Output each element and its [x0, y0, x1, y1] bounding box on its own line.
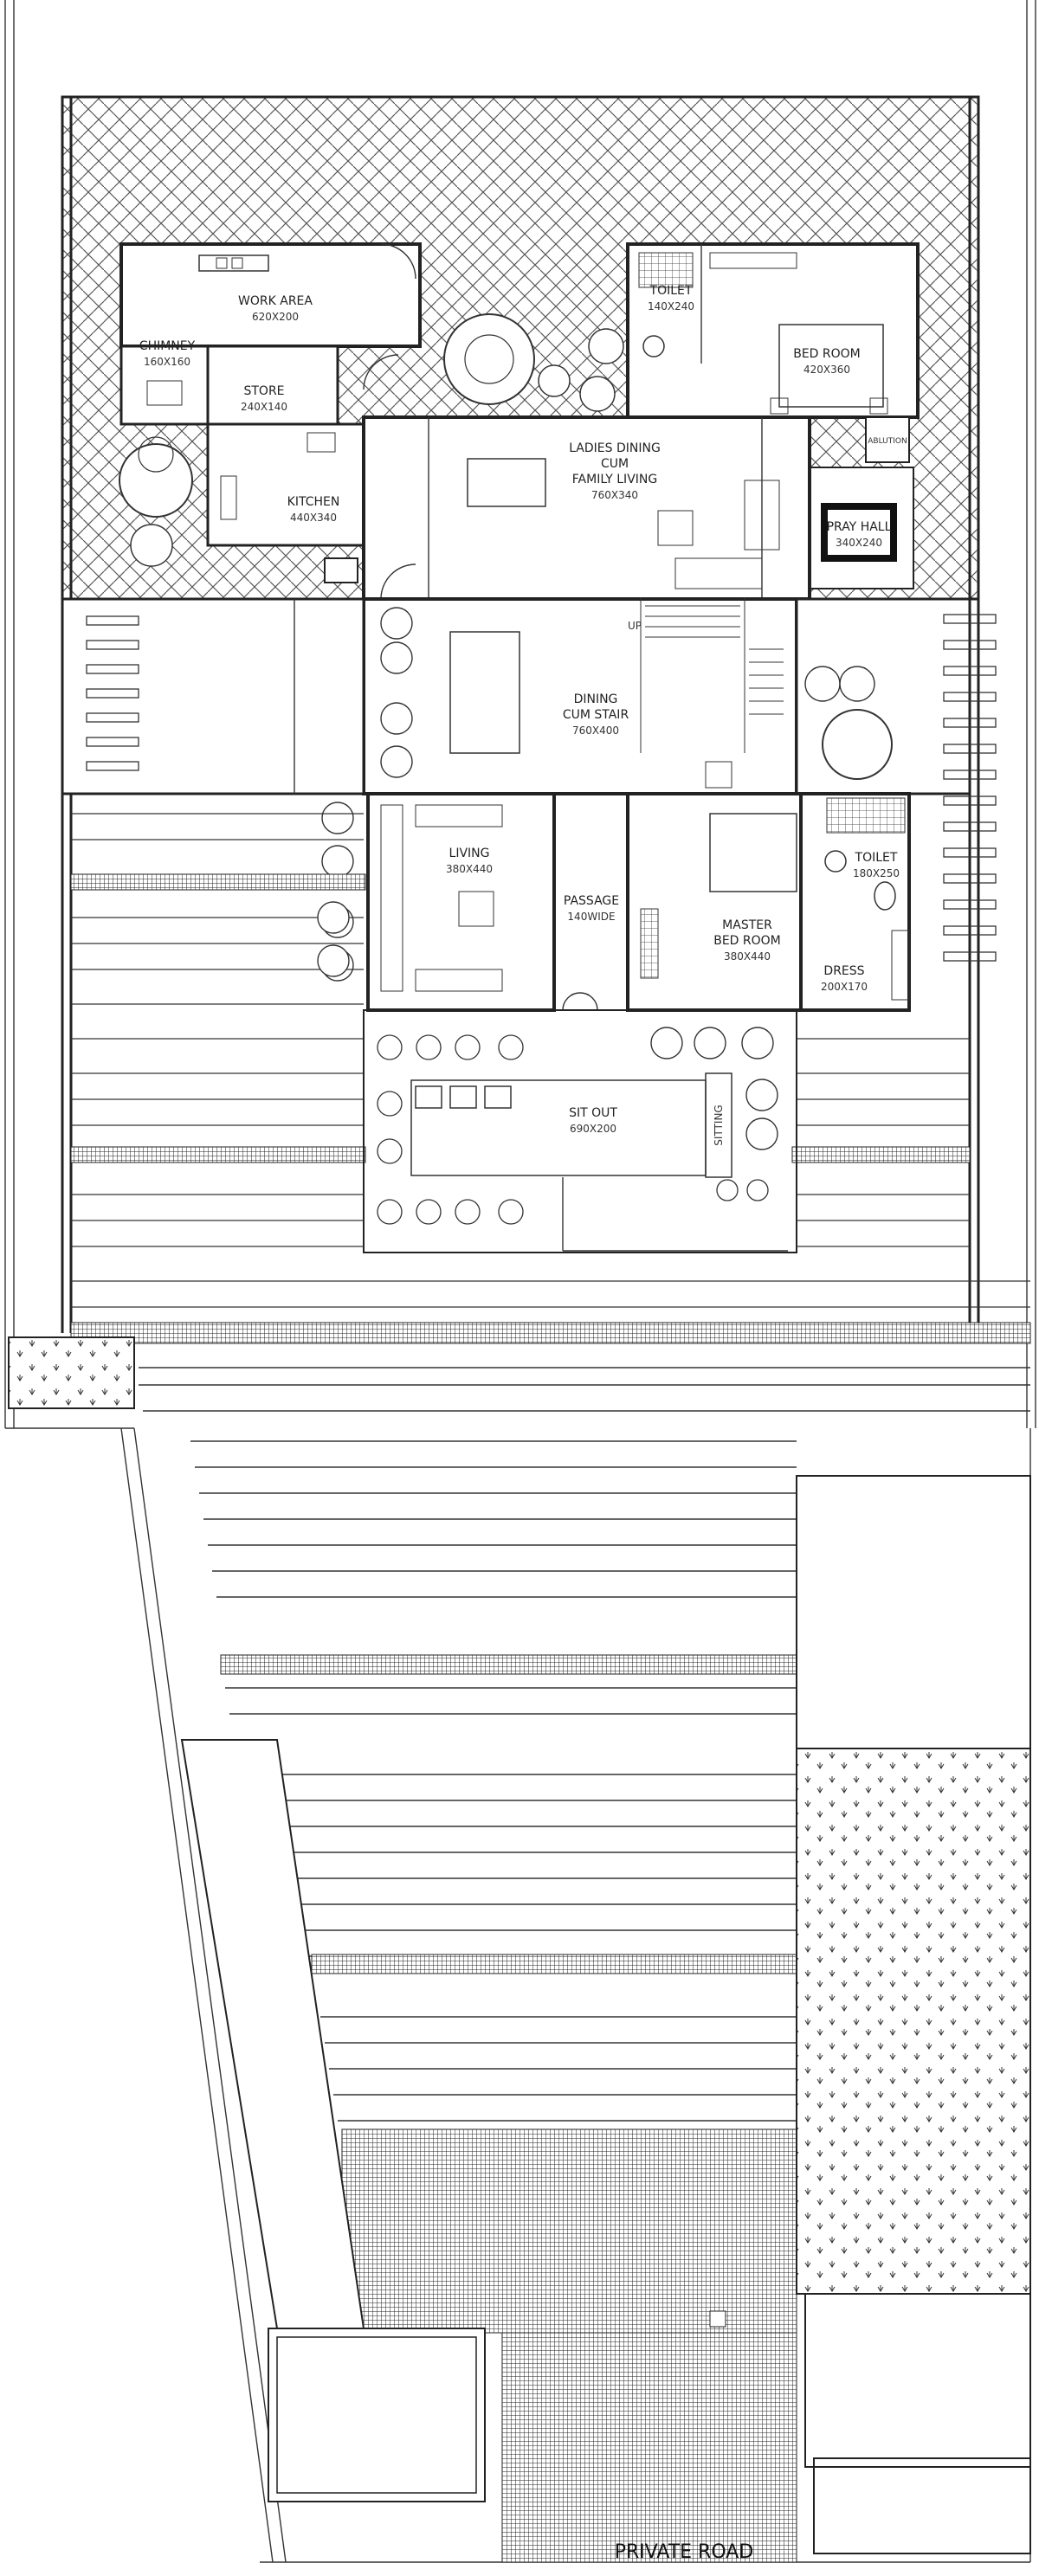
hedge-band-lower-2	[311, 1954, 797, 1974]
sit-out	[363, 1009, 797, 1253]
right-terrace	[795, 597, 997, 962]
room-size-sit-out: 690X200	[570, 1123, 616, 1135]
room-name-store: STORE	[243, 384, 284, 398]
living-block	[366, 792, 911, 1012]
room-name-dining-l1: DINING	[574, 692, 618, 706]
room-size-dress: 200X170	[821, 981, 868, 993]
room-size-living: 380X440	[446, 863, 493, 875]
room-size-master: 380X440	[724, 950, 771, 963]
room-name-dining-l2: CUM STAIR	[563, 708, 629, 722]
room-name-pray-hall: PRAY HALL	[827, 520, 892, 534]
hedge-band-full	[70, 1322, 1031, 1344]
room-name-toilet-top: TOILET	[649, 284, 693, 298]
right-garden	[796, 1475, 1031, 2554]
room-size-kitchen: 440X340	[290, 512, 337, 524]
stair-up-label: UP	[628, 620, 642, 632]
main-house	[362, 415, 811, 601]
paved-forecourt	[341, 2128, 797, 2334]
hedge-band-left-mid	[70, 1146, 366, 1163]
room-size-pray-hall: 340X240	[836, 537, 882, 549]
room-size-ladies-dining: 760X340	[591, 489, 638, 501]
hedge-band-lower-1	[220, 1654, 797, 1675]
room-name-ladies-dining-l1: LADIES DINING	[569, 441, 661, 455]
room-size-store: 240X140	[241, 401, 287, 413]
room-name-kitchen: KITCHEN	[287, 495, 340, 509]
hedge-band-left-top	[70, 873, 366, 891]
room-name-dress: DRESS	[823, 964, 864, 978]
room-size-bed-room: 420X360	[803, 364, 850, 376]
corner-planter	[8, 1336, 135, 1409]
room-name-sit-out: SIT OUT	[569, 1106, 617, 1120]
front-lawn-stripes	[71, 1194, 1030, 1308]
left-terrace	[61, 597, 413, 795]
sitout-trees	[317, 901, 778, 1225]
room-name-passage: PASSAGE	[564, 894, 619, 908]
room-size-toilet-master: 180X250	[853, 867, 900, 879]
room-name-ladies-dining-l2: CUM	[601, 457, 629, 471]
room-name-ladies-dining-l3: FAMILY LIVING	[572, 473, 657, 486]
left-strip-walls	[180, 1739, 726, 2502]
courtyard-trees	[119, 313, 624, 567]
driveway	[139, 1367, 1030, 2122]
room-name-bed-room: BED ROOM	[793, 347, 861, 361]
room-name-master-l2: BED ROOM	[713, 934, 781, 948]
bedroom-block	[626, 242, 920, 589]
sitting-label: SITTING	[713, 1104, 725, 1145]
room-size-dining: 760X400	[572, 724, 619, 737]
paved-entrance	[501, 2332, 797, 2563]
lawn-stripes	[71, 813, 970, 1126]
hedge-band-right-mid	[791, 1146, 971, 1163]
room-name-chimney: CHIMNEY	[139, 339, 196, 353]
room-name-living: LIVING	[449, 847, 490, 860]
room-size-work-area: 620X200	[252, 311, 299, 323]
private-road-label: PRIVATE ROAD	[615, 2541, 754, 2563]
room-size-toilet-top: 140X240	[648, 300, 694, 312]
room-name-toilet-master: TOILET	[855, 851, 898, 865]
dining-stair-band	[362, 597, 798, 795]
room-name-master-l1: MASTER	[722, 918, 772, 932]
room-size-passage: 140WIDE	[567, 911, 615, 923]
room-name-work-area: WORK AREA	[238, 294, 313, 308]
room-size-chimney: 160X160	[144, 356, 190, 368]
room-name-ablution: ABLUTION	[868, 437, 907, 446]
